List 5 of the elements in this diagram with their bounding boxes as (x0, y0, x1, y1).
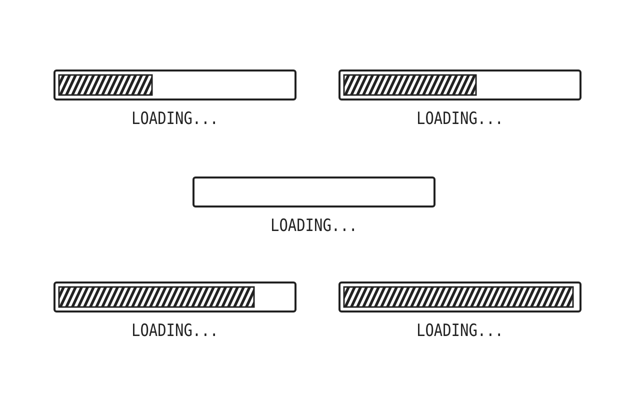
loading-label: LOADING... (416, 321, 504, 341)
loading-label: LOADING... (132, 109, 218, 129)
loading-label: LOADING... (132, 321, 218, 341)
loading-label: LOADING... (416, 109, 504, 129)
loading-label: LOADING... (270, 216, 358, 236)
